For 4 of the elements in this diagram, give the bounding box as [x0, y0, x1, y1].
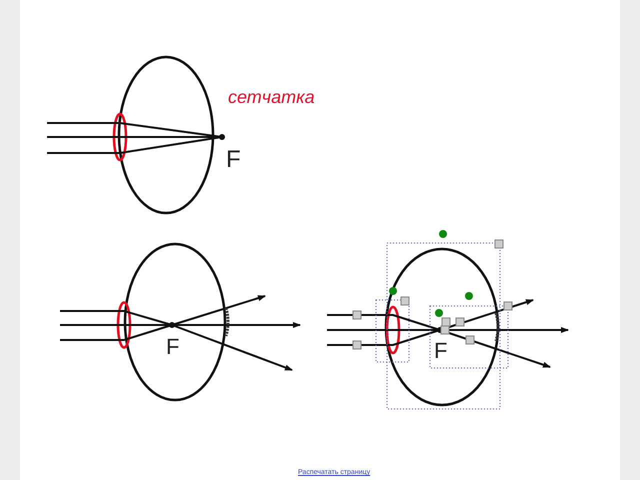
- focus-label: F: [166, 336, 180, 358]
- focus-label: F: [434, 340, 448, 362]
- handwritten-label: сетчатка: [228, 88, 315, 106]
- focus-label: F: [226, 148, 241, 172]
